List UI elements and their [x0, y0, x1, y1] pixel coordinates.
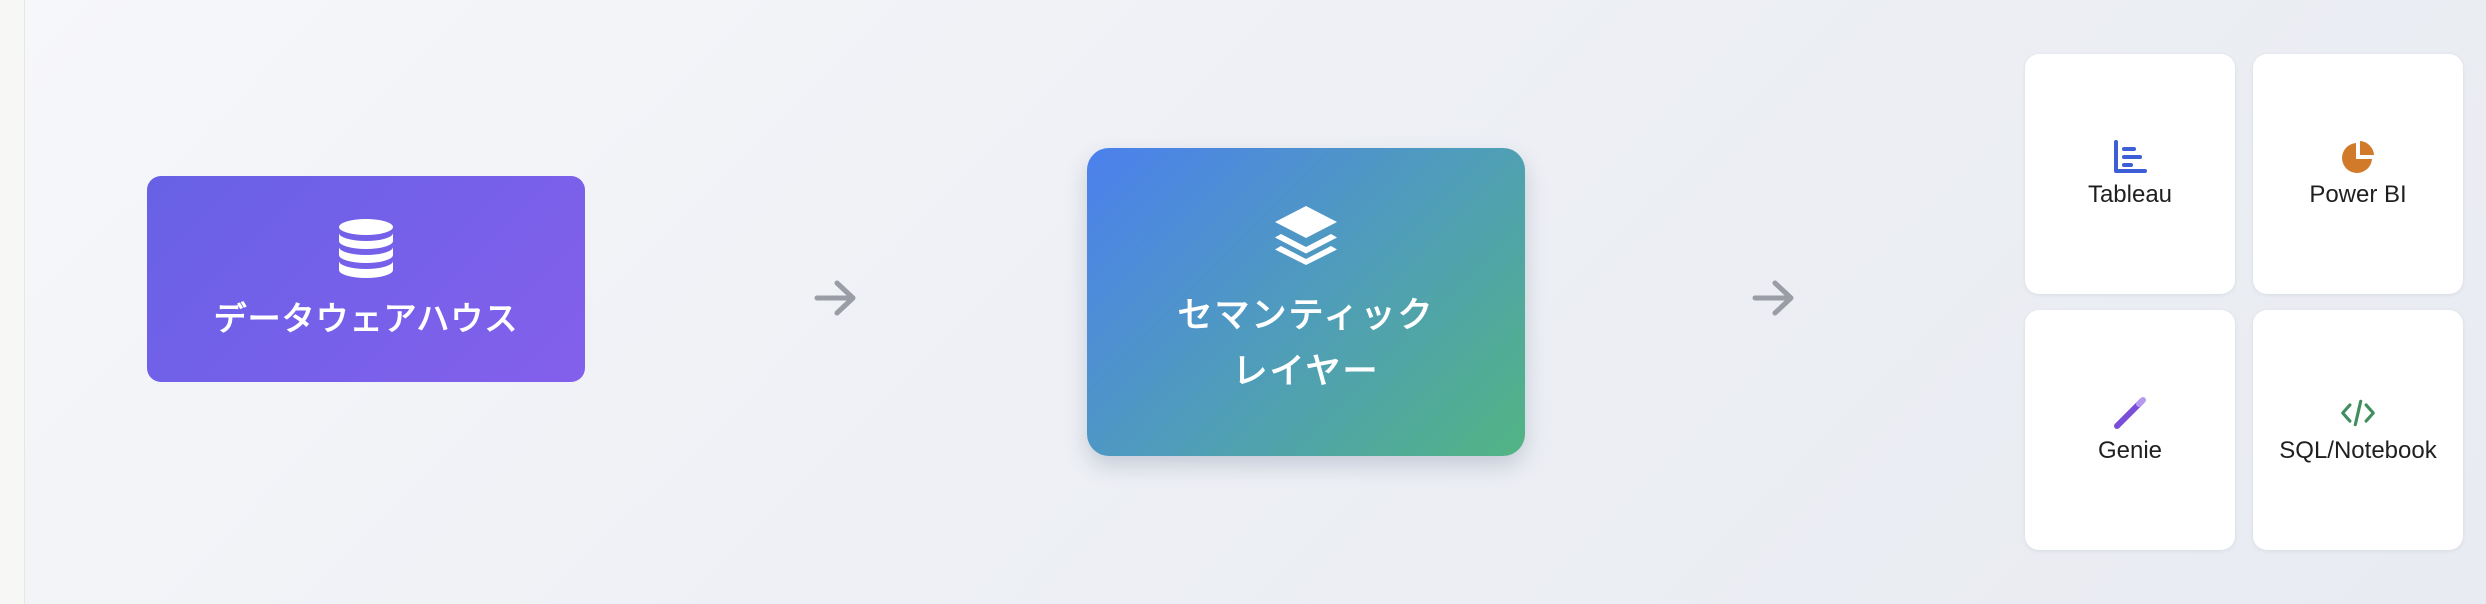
data-warehouse-label: データウェアハウス	[213, 299, 519, 338]
semantic-layer-label: セマンティック レイヤー	[1178, 288, 1435, 400]
consumer-label: Tableau	[2087, 181, 2173, 208]
code-icon	[2341, 399, 2375, 427]
magic-wand-icon	[2114, 397, 2146, 429]
pie-chart-icon	[2342, 141, 2374, 173]
semantic-layer-label-line1: セマンティック	[1177, 296, 1435, 336]
consumer-card-tableau: Tableau	[2025, 54, 2235, 294]
bar-chart-icon	[2114, 140, 2147, 173]
consumer-label: Power BI	[2309, 181, 2407, 208]
semantic-layer-node: セマンティック レイヤー	[1087, 148, 1525, 456]
diagram-canvas: データウェアハウス セマンティック レイヤー Tableau P	[24, 0, 2486, 604]
consumer-card-genie: Genie	[2025, 310, 2235, 550]
consumer-card-power-bi: Power BI	[2253, 54, 2463, 294]
consumer-label: Genie	[2097, 437, 2163, 464]
arrow-right-icon	[814, 280, 856, 316]
consumer-card-sql-notebook: SQL/Notebook	[2253, 310, 2463, 550]
database-icon	[339, 219, 393, 278]
consumer-label: SQL/Notebook	[2279, 437, 2437, 464]
arrow-right-icon	[1752, 280, 1794, 316]
semantic-layer-label-line2: レイヤー	[1232, 352, 1380, 392]
data-warehouse-node: データウェアハウス	[147, 176, 585, 382]
layers-icon	[1275, 206, 1337, 265]
